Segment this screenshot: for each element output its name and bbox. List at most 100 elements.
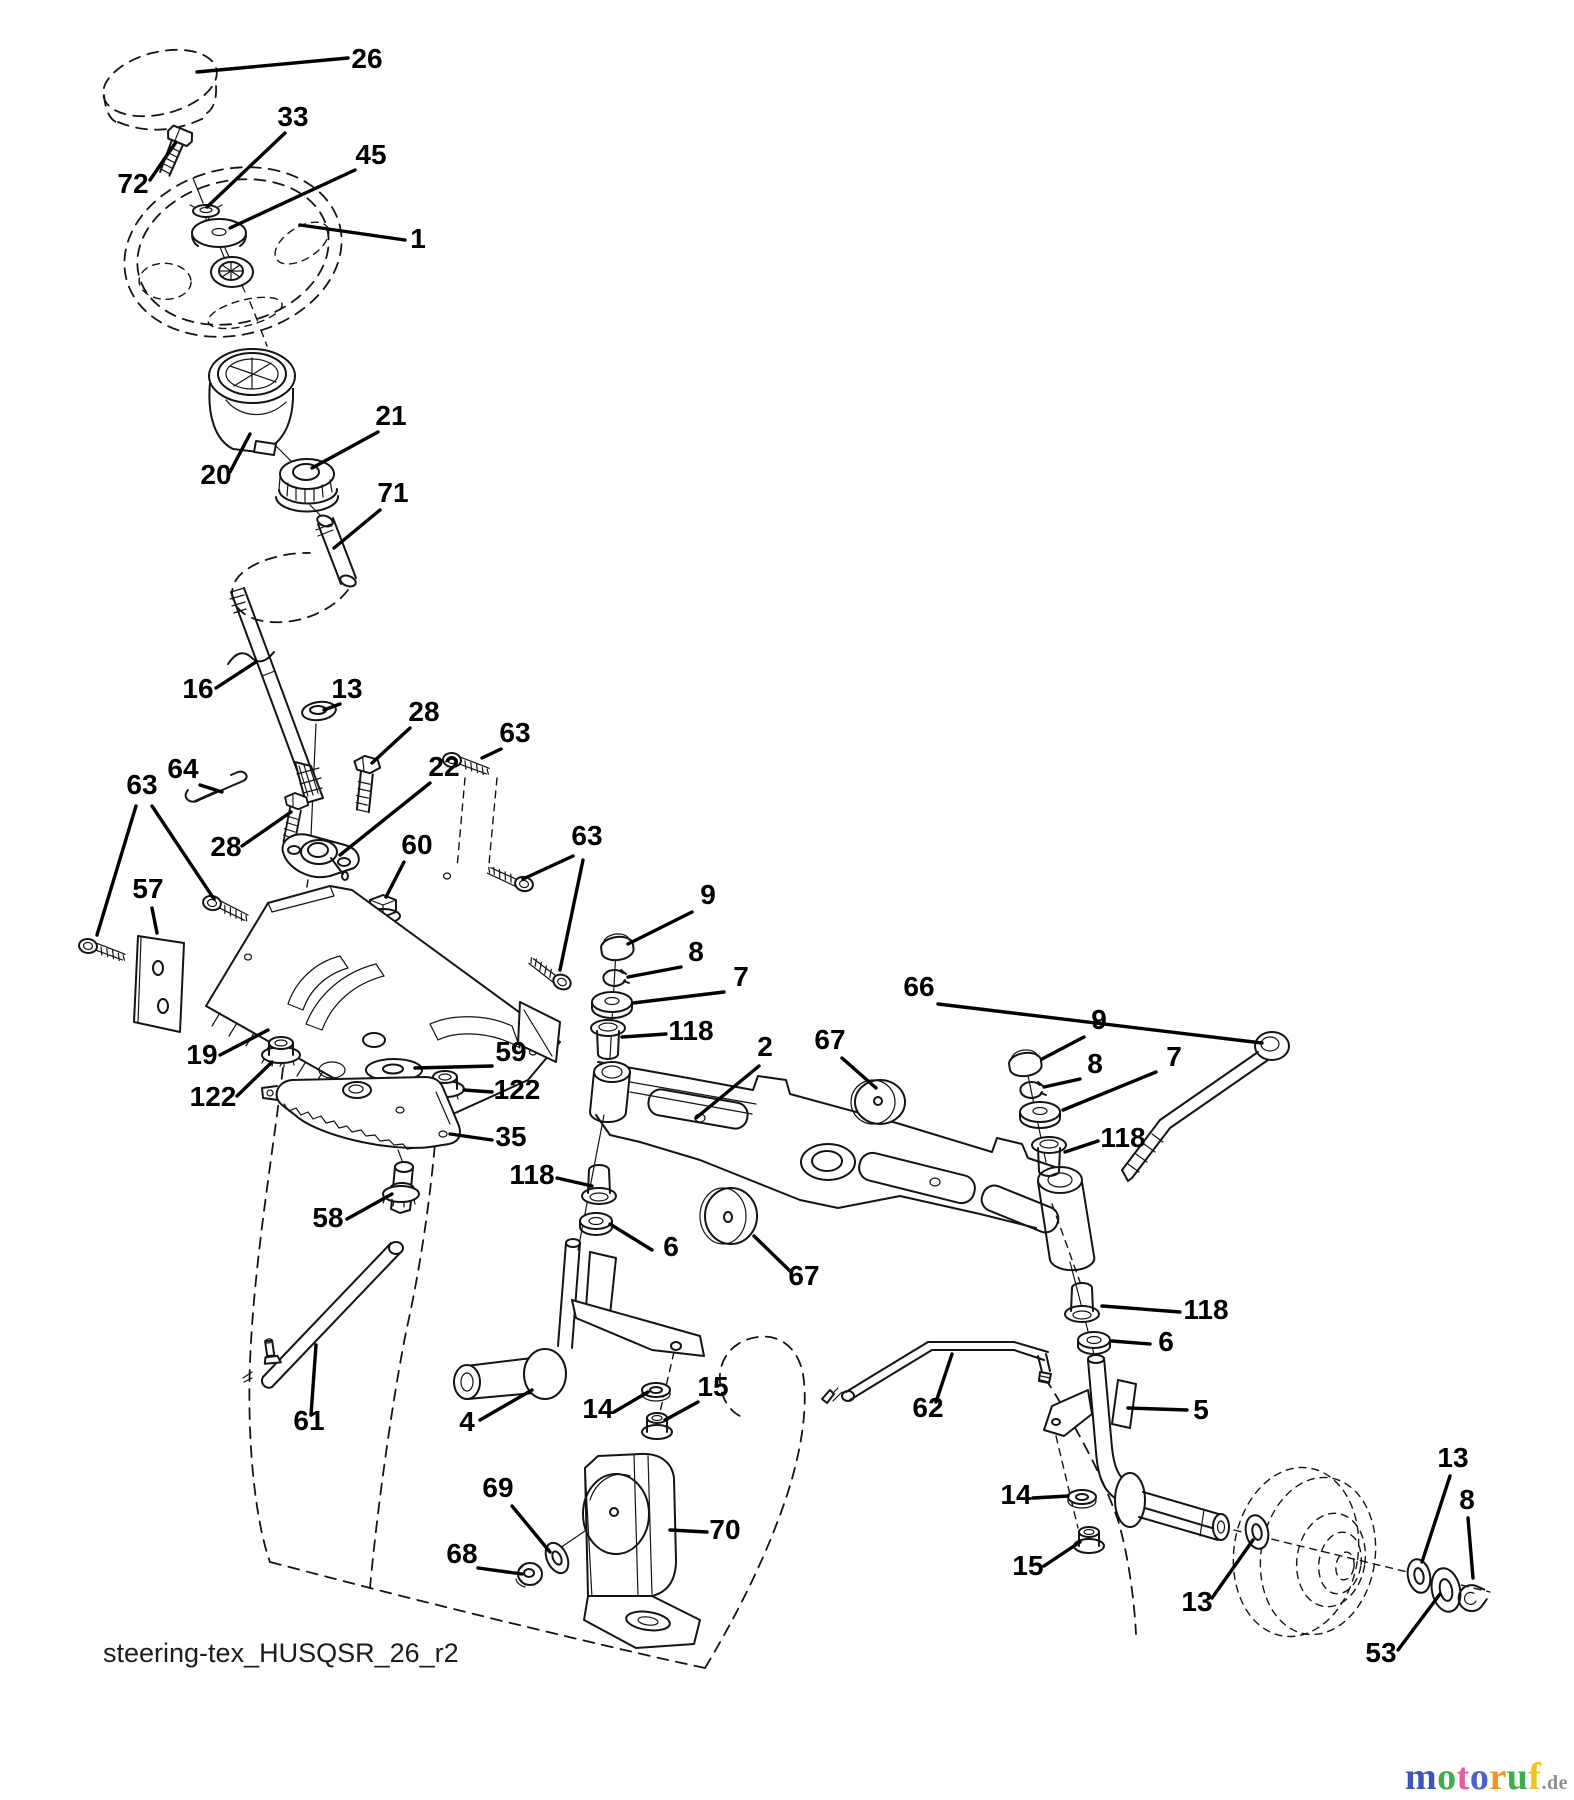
leader-59 [413,1064,494,1070]
leader-28-lower [240,810,293,848]
part-71-tube [315,514,357,588]
leader-16 [214,660,258,690]
leader-68 [476,1566,524,1576]
leader-64 [198,783,224,794]
leader-63-right-2 [521,854,575,881]
leader-69 [510,1504,552,1554]
leader-9-left [626,910,694,946]
leader-26 [195,56,350,74]
part-label-8-right: 8 [1087,1048,1103,1079]
part-label-14-right: 14 [1000,1479,1032,1510]
leader-66 [936,1002,1264,1045]
part-21-steering-boss-gear [275,458,340,513]
part-2-front-axle [589,1061,1096,1272]
leader-58 [345,1192,394,1221]
part-label-8-wheel: 8 [1459,1484,1475,1515]
leader-8-left [626,965,683,979]
part-53-washer [1430,1567,1462,1613]
part-6-washer-left [579,1212,613,1236]
leader-33 [205,131,287,209]
leader-6-right [1110,1339,1152,1346]
part-label-118-left-upper: 118 [668,1015,713,1046]
leader-63-left [150,804,216,901]
part-label-60: 60 [401,829,432,860]
leader-7-right [1061,1070,1158,1112]
part-8-clip-left [602,968,630,987]
part-label-13-wheel-inner: 13 [1181,1586,1212,1617]
part-label-71: 71 [377,477,408,508]
leader-8-wheel [1466,1516,1475,1580]
leader-15-left [663,1400,700,1422]
part-label-28-upper: 28 [408,696,439,727]
part-13-washer-outer [1403,1556,1435,1596]
part-57-bracket [133,935,185,1033]
part-72-bolt [159,124,194,177]
leader-5 [1126,1406,1189,1412]
leader-118-left-upper [620,1032,668,1039]
part-label-64: 64 [167,753,199,784]
part-label-72: 72 [117,168,148,199]
part-label-8-left: 8 [688,936,704,967]
part-label-19: 19 [186,1039,217,1070]
leader-67-right [840,1056,878,1090]
part-22-bearing-plate [281,833,360,881]
leader-63-left [95,804,138,937]
leader-2 [694,1064,761,1120]
leader-9-right [1040,1035,1086,1061]
leader-57 [150,906,159,935]
leader-53 [1396,1592,1442,1652]
part-5-spindle-right [1043,1354,1230,1541]
part-20-wheel-adapter [208,348,296,456]
part-13-washer-shaft [301,700,337,722]
part-label-21: 21 [375,400,406,431]
part-label-15-right: 15 [1012,1550,1043,1581]
part-label-69: 69 [482,1472,513,1503]
part-label-7-right: 7 [1166,1041,1182,1072]
part-118-bushing-left-upper [590,1019,626,1060]
part-6-washer-right [1077,1331,1111,1355]
logo-letter: r [1489,1756,1507,1798]
part-64-clip [184,770,248,803]
part-label-57: 57 [132,873,163,904]
leader-122-right [462,1088,494,1094]
leader-71 [332,508,382,550]
leader-13-wheel-inner [1210,1538,1255,1600]
part-70-bracket [582,1452,701,1649]
logo-suffix: .de [1541,1772,1568,1794]
leader-63-right-1 [480,747,503,760]
part-label-118-left-lower: 118 [509,1159,554,1190]
part-label-6-left: 6 [663,1231,679,1262]
part-label-59: 59 [495,1036,526,1067]
leader-72 [148,140,178,182]
part-label-4: 4 [459,1406,475,1437]
part-8-e-clip-wheel [1457,1584,1488,1613]
part-label-35: 35 [495,1121,526,1152]
leader-61 [309,1343,318,1417]
logo-letter: o [1469,1756,1490,1798]
part-label-1: 1 [410,223,426,254]
leader-45 [228,168,357,230]
part-label-63-right-2: 63 [571,820,602,851]
leader-122-left [235,1060,274,1098]
part-label-45: 45 [355,139,386,170]
part-63-screw-4 [484,865,536,894]
leader-19 [218,1028,270,1057]
part-label-22: 22 [428,751,459,782]
logo-letter: f [1528,1756,1542,1798]
leader-1 [298,223,407,242]
leader-6-left [608,1222,654,1252]
leader-4 [478,1388,534,1422]
part-26-cap [102,48,218,131]
part-label-63-left: 63 [126,769,157,800]
part-9-cap-left [598,930,636,964]
leader-28-upper [370,726,412,765]
part-label-33: 33 [277,101,308,132]
part-63-screw-1 [76,936,128,963]
logo-word: motoruf [1405,1756,1541,1798]
part-16-steering-shaft [227,587,324,804]
leader-7-left [631,990,726,1005]
leader-20 [228,432,252,474]
leader-60 [384,860,406,899]
